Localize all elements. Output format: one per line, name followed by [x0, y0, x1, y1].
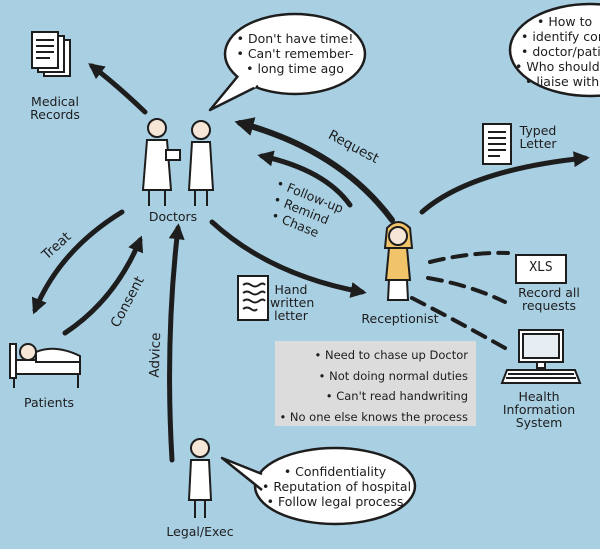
top-right-bubble-item: How to: [515, 14, 600, 29]
arrow-doctors-to-receptionist: [209, 219, 367, 298]
receptionist-issue-item: Need to chase up Doctor: [275, 345, 476, 366]
legal-speech-bubble: Confidentiality Reputation of hospital F…: [262, 464, 411, 509]
legal-bubble-item: Follow legal process: [262, 494, 408, 509]
legal-exec-label: Legal/Exec: [166, 524, 234, 539]
record-requests-label: Record all requests: [518, 285, 580, 314]
receptionist-issues-box: Need to chase up Doctor Not doing normal…: [275, 341, 476, 426]
top-right-bubble-item: Who should: [515, 59, 600, 74]
xls-label: XLS: [529, 260, 553, 275]
patients-label: Patients: [23, 395, 75, 410]
doctor-speech-bubble: Don't have time! Can't remember- long ti…: [230, 31, 360, 76]
arrow-advice: [167, 223, 185, 463]
computer-icon: [500, 329, 582, 384]
legal-bubble-item: Confidentiality: [262, 464, 408, 479]
doctor-bubble-item: long time ago: [230, 61, 360, 76]
top-right-bubble-item: identify corr: [515, 29, 600, 44]
typed-letter-label: Typed Letter: [519, 123, 557, 152]
top-right-bubble-item: liaise with: [515, 74, 600, 89]
medical-records-label: Medical Records: [30, 94, 80, 123]
arrow-doctors-to-medical-records: [88, 63, 148, 115]
doctors-figure: [141, 118, 215, 206]
receptionist-label: Receptionist: [361, 311, 439, 326]
typed-letter-icon: [482, 123, 512, 165]
doctors-label: Doctors: [148, 209, 198, 224]
patient-figure: [9, 343, 81, 388]
arrow-treat: [31, 209, 125, 315]
arrow-follow-up: [257, 150, 353, 208]
hand-written-letter-label: Hand written letter: [270, 282, 315, 324]
receptionist-issue-item: No one else knows the process: [275, 407, 476, 428]
receptionist-issue-item: Not doing normal duties: [275, 366, 476, 387]
arrow-request: [234, 117, 395, 223]
his-label: Health Information System: [502, 389, 576, 431]
doctor-bubble-item: Can't remember-: [230, 46, 360, 61]
hand-written-letter-icon: [237, 275, 269, 321]
medical-records-icon: [31, 31, 71, 77]
xls-sheet-icon: [515, 254, 567, 284]
top-right-speech-bubble: How to identify corr doctor/patie Who sh…: [515, 14, 600, 89]
legal-bubble-item: Reputation of hospital: [262, 479, 411, 494]
doctor-bubble-item: Don't have time!: [230, 31, 360, 46]
dashed-line-to-record: [426, 276, 507, 304]
advice-label: Advice: [146, 332, 165, 378]
arrow-receptionist-to-typed-letter: [419, 151, 590, 215]
top-right-bubble-item: doctor/patie: [515, 44, 600, 59]
receptionist-figure: [383, 221, 414, 301]
arrow-consent: [62, 235, 144, 336]
legal-exec-figure: [187, 438, 213, 518]
dashed-line-to-his: [410, 296, 507, 350]
receptionist-issue-item: Can't read handwriting: [275, 386, 476, 407]
dashed-line-to-xls: [428, 250, 510, 264]
